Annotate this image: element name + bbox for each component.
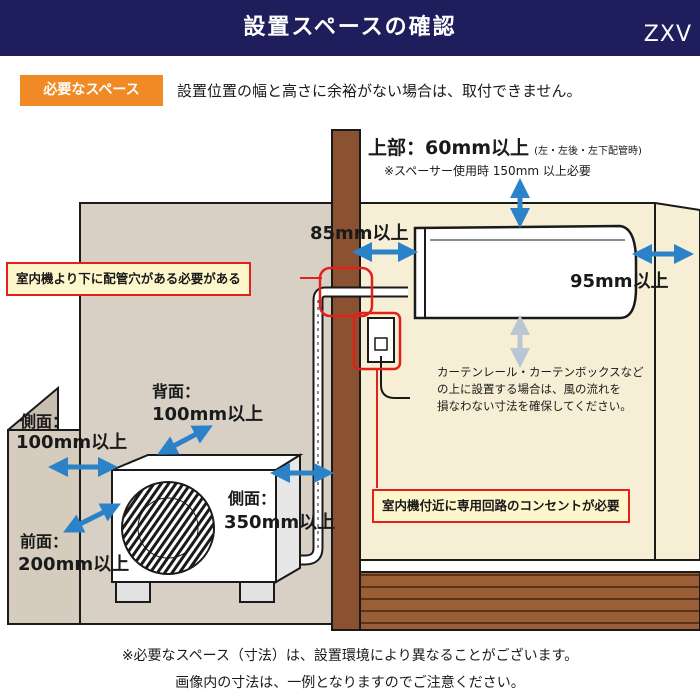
- pipe-hole-highlight: [318, 266, 374, 318]
- arrow-outdoor-front: [63, 503, 121, 533]
- top-clearance-label: 上部：60mm以上 (左・左後・左下配管時): [368, 133, 642, 160]
- outdoor-unit-top: [111, 454, 304, 471]
- indoor-right-clearance: 95mm以上: [570, 271, 669, 292]
- outlet-note: 室内機付近に専用回路のコンセントが必要: [372, 489, 630, 523]
- intro-text: 設置位置の幅と高さに余裕がない場合は、取付できません。: [177, 82, 582, 100]
- left-side-value: 100mm以上: [16, 432, 128, 453]
- curtain-note: カーテンレール・カーテンボックスなど の上に設置する場合は、風の流れを 損なわな…: [437, 364, 644, 415]
- required-space-badge: 必要なスペース: [20, 75, 163, 106]
- page-title: 設置スペースの確認: [243, 15, 457, 40]
- curtain-note-line: の上に設置する場合は、風の流れを: [437, 382, 621, 396]
- left-side-label: 側面：: [20, 412, 69, 431]
- back-value: 100mm以上: [152, 404, 264, 425]
- indoor-left-clearance: 85mm以上: [310, 223, 409, 244]
- outdoor-foot-right: [239, 581, 275, 603]
- curtain-note-line: カーテンレール・カーテンボックスなど: [437, 365, 644, 379]
- indoor-unit: [413, 224, 638, 320]
- footer-note-2: 画像内の寸法は、一例となりますのでご注意ください。: [175, 675, 525, 691]
- front-label: 前面：: [20, 532, 69, 551]
- top-clearance-value: 上部：60mm以上: [368, 137, 530, 159]
- right-side-value: 350mm以上: [224, 512, 336, 533]
- top-pipe-note: (左・左後・左下配管時): [534, 146, 642, 157]
- outdoor-foot-left: [115, 581, 151, 603]
- curtain-note-line: 損なわない寸法を確保してください。: [437, 399, 632, 413]
- arrow-outdoor-back: [157, 425, 213, 455]
- spacer-note: ※スペーサー使用時 150mm 以上必要: [384, 164, 591, 178]
- right-side-label: 側面：: [228, 489, 277, 508]
- wood-pillar: [331, 129, 361, 631]
- model-code: ZXV: [643, 22, 692, 47]
- back-label: 背面：: [152, 382, 201, 401]
- front-value: 200mm以上: [18, 554, 130, 575]
- wood-floor: [359, 571, 700, 631]
- side-wall-front: [7, 429, 81, 625]
- footer-note-1: ※必要なスペース（寸法）は、設置環境により異なることがございます。: [121, 648, 579, 664]
- header-bar: [0, 0, 700, 56]
- pipe-hole-note: 室内機より下に配管穴がある必要がある: [6, 262, 251, 296]
- outdoor-fan-grille: [121, 481, 215, 575]
